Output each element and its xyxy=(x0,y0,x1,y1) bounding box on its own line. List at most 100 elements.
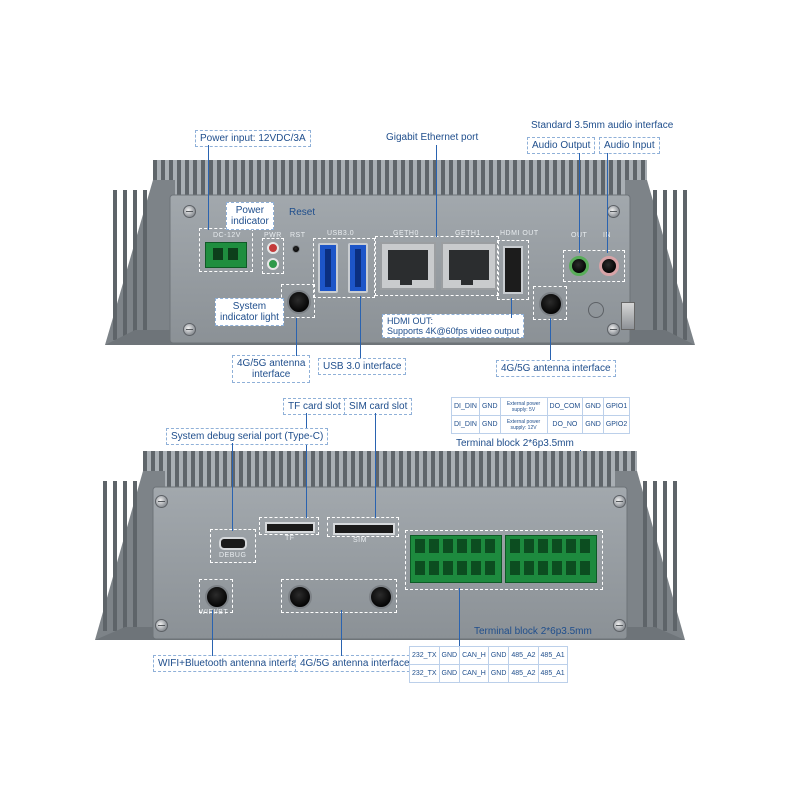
top-device: DC-12V PWR RST USB3.0 GETH0 GETH1 HDMI O… xyxy=(105,150,695,350)
silk-in: IN xyxy=(603,232,611,239)
table-cell: 485_A1 xyxy=(537,646,568,665)
silk-eth1: GETH1 xyxy=(455,230,481,237)
table-cell: DI_DIN xyxy=(451,415,480,434)
leader-antenna-left xyxy=(296,318,297,356)
hdmi-desc: Supports 4K@60fps video output xyxy=(387,326,520,336)
tf-card-slot[interactable] xyxy=(265,522,315,533)
table-cell: GND xyxy=(487,646,510,665)
leader-debug-port xyxy=(232,443,233,531)
table-cell: DO_NO xyxy=(546,415,584,434)
label-audio-output: Audio Output xyxy=(527,137,596,154)
label-audio-std: Standard 3.5mm audio interface xyxy=(531,120,674,131)
antenna-port-right[interactable] xyxy=(539,292,563,316)
label-audio-input: Audio Input xyxy=(599,137,660,154)
label-terminal-bottom: Terminal block 2*6p3.5mm xyxy=(474,626,592,637)
label-usb3: USB 3.0 interface xyxy=(318,358,407,375)
label-antenna-left: 4G/5G antenna interface xyxy=(232,355,311,383)
gpio-table: DI_DIN GND External power supply: 5V DO_… xyxy=(451,397,631,434)
antenna-port-left[interactable] xyxy=(287,290,311,314)
table-row: DI_DIN GND External power supply: 12V DO… xyxy=(451,415,631,434)
table-cell: 485_A2 xyxy=(508,646,539,665)
leader-hdmi xyxy=(511,298,512,318)
silk-eth0: GETH0 xyxy=(393,230,419,237)
power-button-icon[interactable] xyxy=(588,302,604,318)
screw-icon xyxy=(613,495,626,508)
antenna-port-left[interactable] xyxy=(288,585,312,609)
table-cell: 485_A1 xyxy=(537,664,568,683)
label-antenna-bottom: 4G/5G antenna interface xyxy=(295,655,415,672)
table-cell: GND xyxy=(438,646,461,665)
hdmi-port[interactable] xyxy=(503,246,523,294)
label-antenna-right: 4G/5G antenna interface xyxy=(496,360,616,377)
debug-highlight xyxy=(210,529,256,563)
leader-antenna-bottom xyxy=(341,610,342,656)
antenna-left-highlight xyxy=(281,284,315,318)
terminal-pins-graphic xyxy=(415,539,590,575)
wifi-highlight xyxy=(199,579,233,613)
silk-usb30: USB3.0 xyxy=(327,230,355,237)
antenna-highlight xyxy=(281,579,397,613)
table-cell: External power supply: 12V xyxy=(499,415,548,434)
label-gigabit: Gigabit Ethernet port xyxy=(386,132,479,143)
table-row: 232_TX GND CAN_H GND 485_A2 485_A1 xyxy=(409,664,568,683)
screw-icon xyxy=(155,495,168,508)
wifi-antenna-port[interactable] xyxy=(205,585,229,609)
label-reset: Reset xyxy=(289,207,316,218)
reset-button[interactable] xyxy=(292,245,300,253)
antenna-port-right[interactable] xyxy=(369,585,393,609)
table-cell: GND xyxy=(438,664,461,683)
audio-highlight xyxy=(563,250,625,282)
antenna-right-highlight xyxy=(533,286,567,320)
power-input-highlight xyxy=(199,228,253,272)
usb-highlight xyxy=(313,238,375,298)
usb3-port-1[interactable] xyxy=(318,243,338,293)
silk-hdmi: HDMI OUT xyxy=(500,230,539,237)
hdmi-title: HDMI OUT: xyxy=(387,316,433,326)
silk-tf: TF xyxy=(285,535,295,542)
silk-rst: RST xyxy=(290,232,306,239)
typec-debug-port[interactable] xyxy=(219,537,247,550)
silk-dc12v: DC-12V xyxy=(213,232,241,239)
leader-tf-card xyxy=(306,413,307,518)
dc-power-connector[interactable] xyxy=(205,242,247,268)
leader-audio-output xyxy=(579,153,580,253)
table-cell: GND xyxy=(487,664,510,683)
sim-highlight xyxy=(327,517,399,537)
system-led-icon xyxy=(267,258,279,270)
silk-sim: SIM xyxy=(353,537,367,544)
screw-icon xyxy=(183,205,196,218)
audio-in-jack[interactable] xyxy=(599,256,619,276)
screw-icon xyxy=(155,619,168,632)
table-row: DI_DIN GND External power supply: 5V DO_… xyxy=(451,397,631,416)
leader-audio-input xyxy=(607,153,608,253)
screw-icon xyxy=(607,323,620,336)
audio-out-jack[interactable] xyxy=(569,256,589,276)
sim-card-slot[interactable] xyxy=(333,523,395,535)
bottom-device: DEBUG TF SIM WIFI/BT xyxy=(95,445,685,645)
label-debug-port: System debug serial port (Type-C) xyxy=(166,428,329,445)
leader-sim-card xyxy=(375,413,376,518)
ground-screw-icon xyxy=(621,302,635,330)
screw-icon xyxy=(607,205,620,218)
silk-out: OUT xyxy=(571,232,587,239)
table-cell: CAN_H xyxy=(459,664,489,683)
hdmi-highlight xyxy=(497,240,529,300)
table-cell: 485_A2 xyxy=(508,664,539,683)
table-cell: DI_DIN xyxy=(451,397,480,416)
label-system-indicator: System indicator light xyxy=(215,298,284,326)
ethernet-port-0[interactable] xyxy=(380,242,436,290)
power-led-icon xyxy=(267,242,279,254)
serial-table: 232_TX GND CAN_H GND 485_A2 485_A1 232_T… xyxy=(409,646,568,683)
table-cell: GPIO2 xyxy=(602,415,631,434)
table-cell: 232_TX xyxy=(409,646,440,665)
ethernet-port-1[interactable] xyxy=(441,242,497,290)
usb3-port-2[interactable] xyxy=(348,243,368,293)
leader-usb3 xyxy=(360,296,361,358)
silk-pwr: PWR xyxy=(264,232,282,239)
bottom-chassis-graphic xyxy=(95,451,685,640)
table-cell: GND xyxy=(582,397,604,416)
screw-icon xyxy=(613,619,626,632)
label-tf-card: TF card slot xyxy=(283,398,346,415)
label-power-indicator: Power indicator xyxy=(226,202,274,230)
leader-wifi-bt xyxy=(212,610,213,656)
